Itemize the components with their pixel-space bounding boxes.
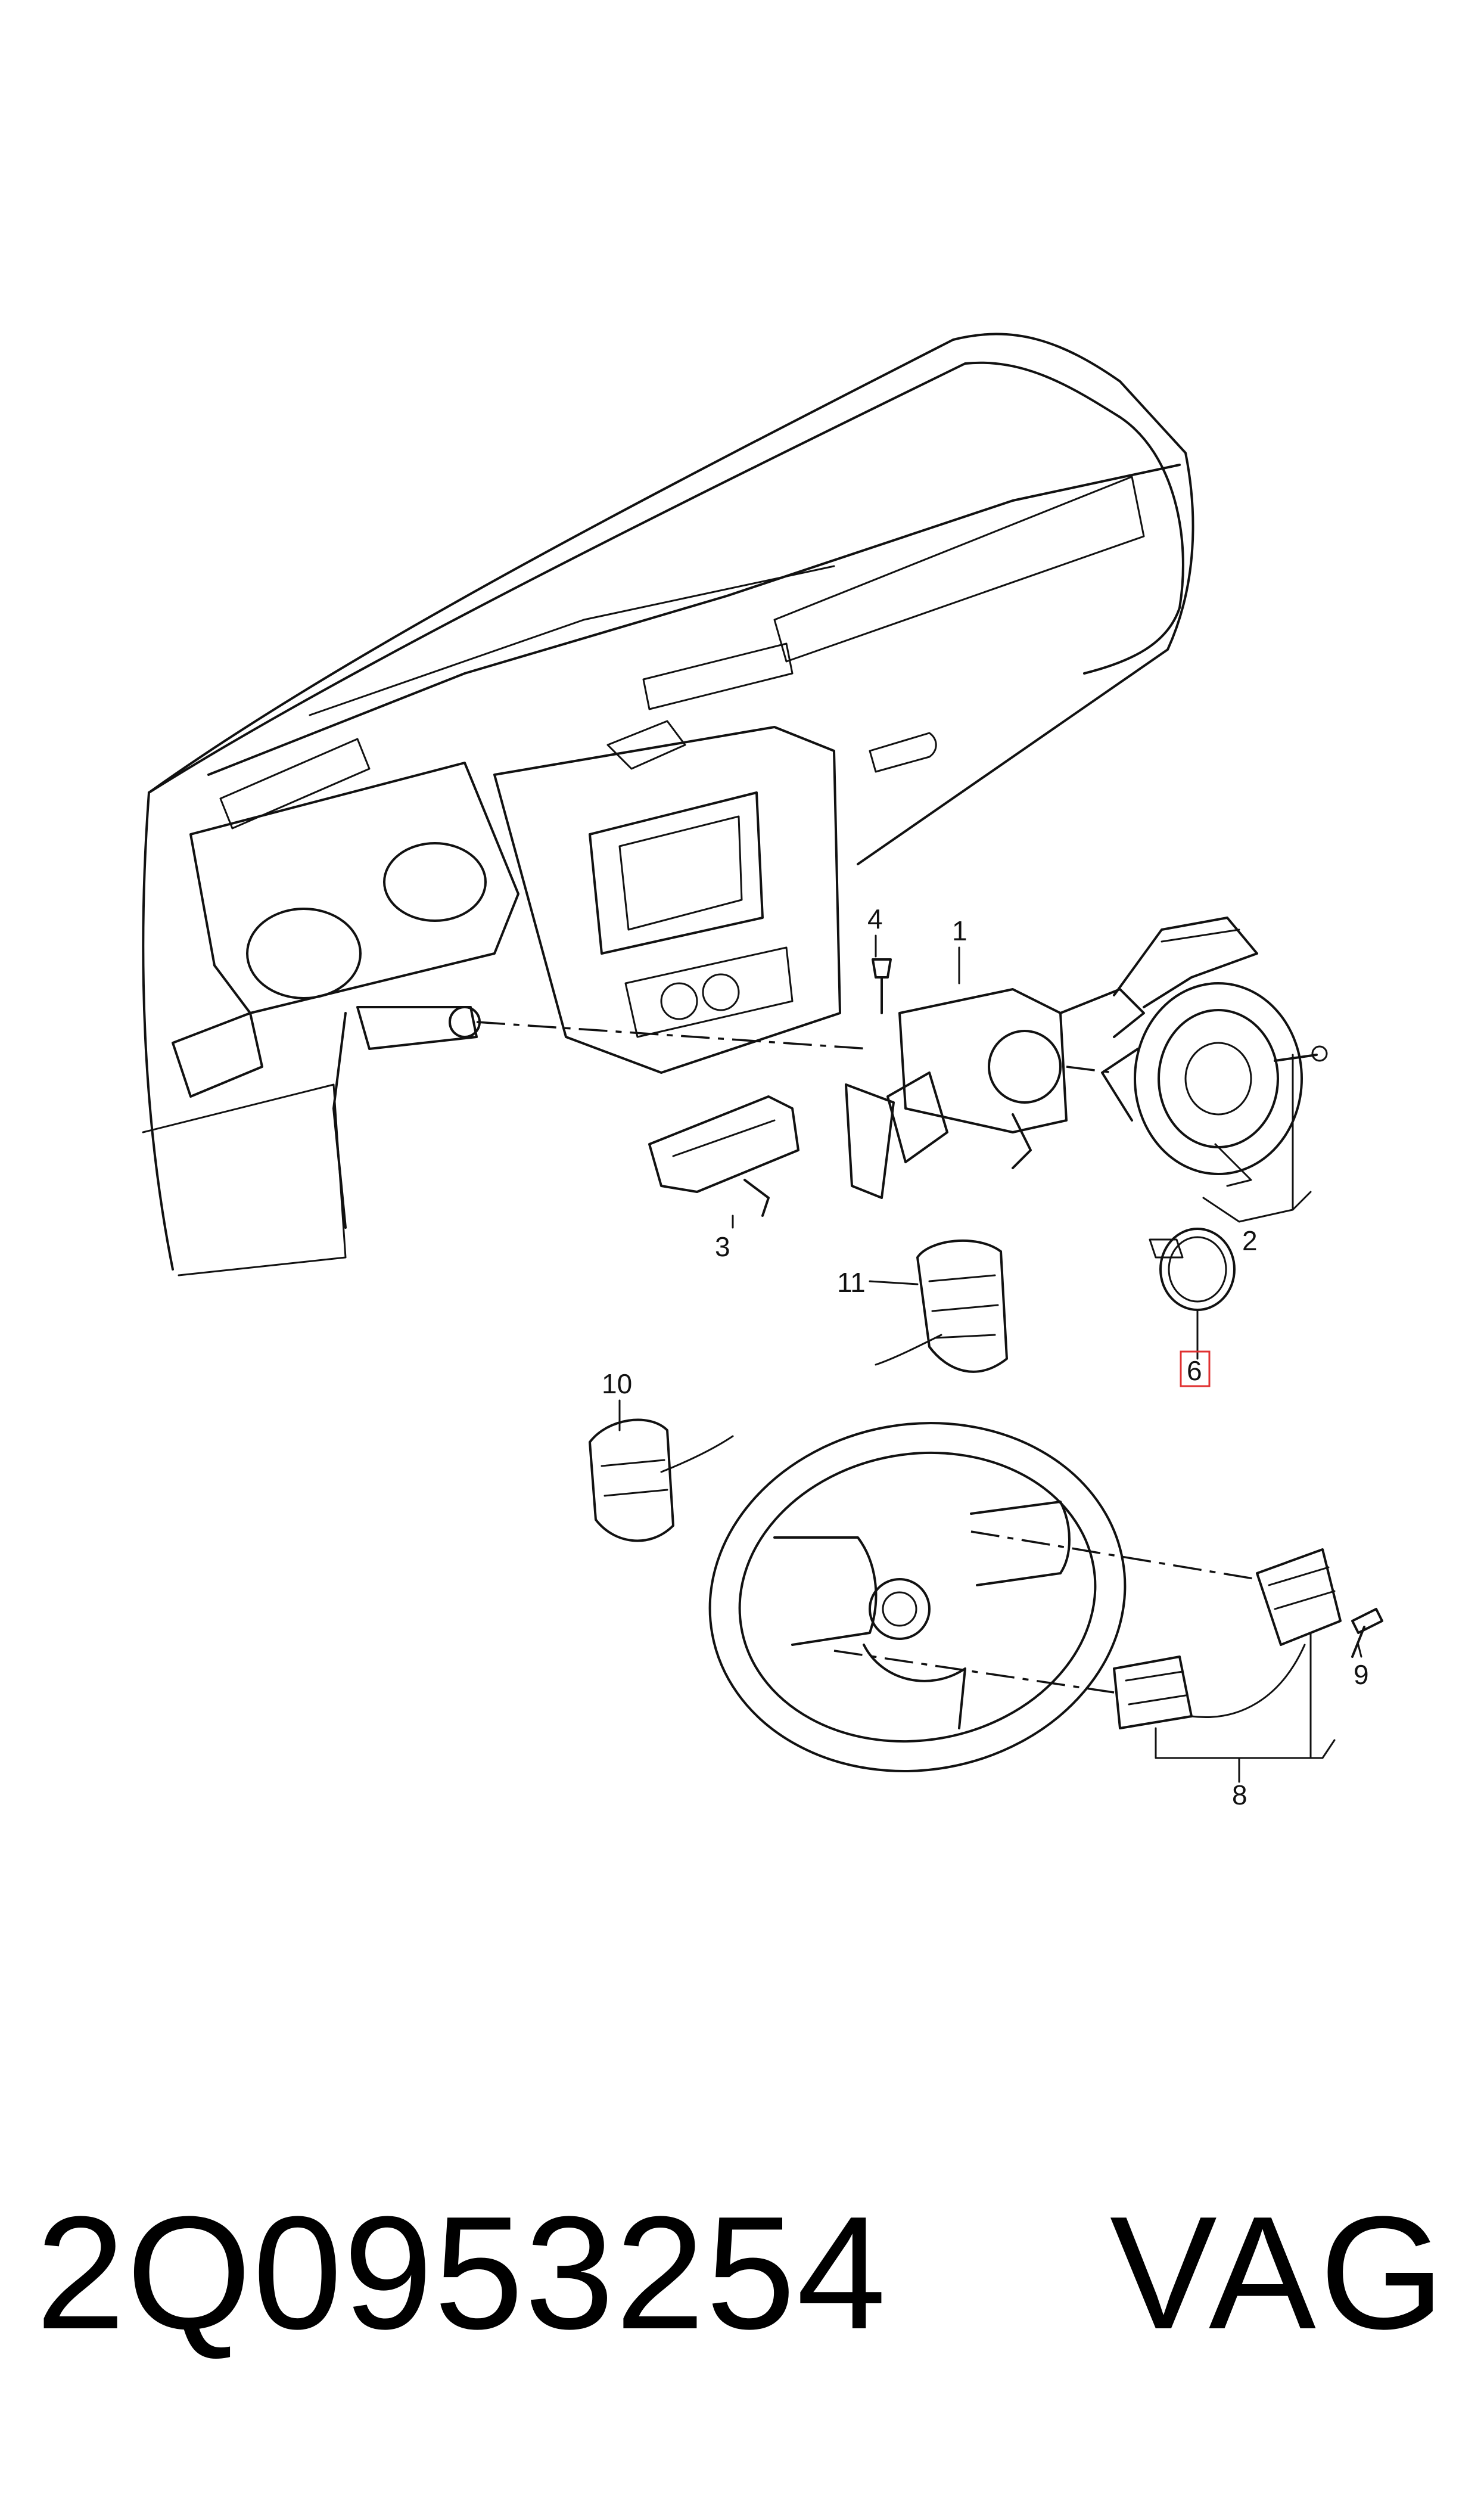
callout-6-highlight-box	[1180, 1350, 1211, 1387]
callouts: 1 2 3 4 6 8 9 10 11	[602, 903, 1369, 1810]
callout-10: 10	[602, 1368, 632, 1399]
part-4-screw	[872, 958, 892, 1014]
callout-4: 4	[867, 903, 883, 934]
dashboard-illustration	[142, 333, 1194, 1276]
callout-1: 1	[952, 915, 967, 946]
callout-11: 11	[837, 1267, 866, 1298]
alignment-lines	[476, 1021, 1258, 1694]
callout-3: 3	[715, 1231, 730, 1262]
part-1-column-switch	[845, 917, 1258, 1199]
callout-2: 2	[1242, 1225, 1258, 1256]
part-11-button-module	[875, 1239, 1008, 1373]
part-number: 2Q0953254	[36, 2183, 888, 2363]
part-8-multifunction-buttons	[1113, 1548, 1342, 1729]
part-6-slip-ring	[1149, 1228, 1236, 1311]
callout-8: 8	[1232, 1779, 1247, 1810]
part-2-clock-spring	[1101, 982, 1328, 1187]
steering-wheel	[708, 1422, 1127, 1772]
part-9-screw	[1351, 1608, 1383, 1658]
leader-lines	[618, 934, 1362, 1783]
callout-6: 6	[1187, 1355, 1202, 1386]
part-3-bracket	[648, 1095, 799, 1217]
callout-9: 9	[1354, 1659, 1369, 1690]
part-10-button-module	[589, 1418, 734, 1542]
brand-name: VAG	[1109, 2183, 1448, 2363]
